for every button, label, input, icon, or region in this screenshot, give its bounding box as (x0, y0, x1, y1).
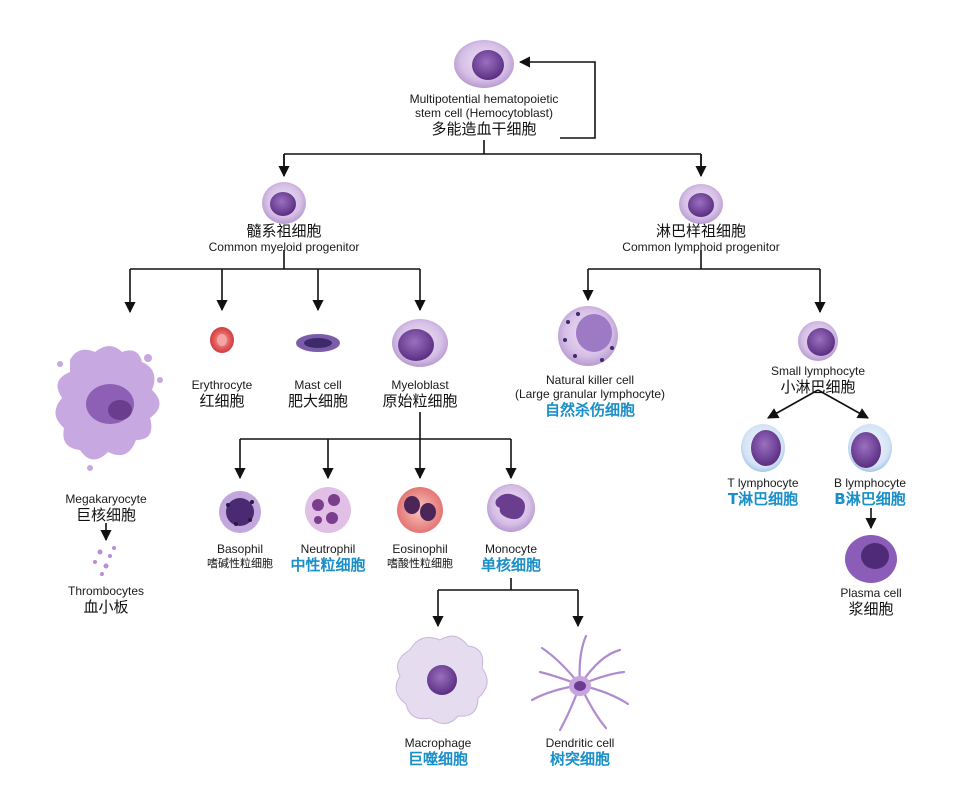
plasma-cell-en: Plasma cell (840, 586, 902, 600)
stem-cell-label: Multipotential hematopoietic stem cell (… (410, 92, 559, 138)
erythrocyte-label: Erythrocyte 红细胞 (192, 378, 253, 410)
megakaryocyte-label: Megakaryocyte 巨核细胞 (65, 492, 146, 524)
erythrocyte-zh: 红细胞 (199, 392, 245, 410)
dendritic-en: Dendritic cell (545, 736, 615, 750)
eosinophil-image (397, 487, 443, 533)
megakaryocyte-zh: 巨核细胞 (75, 506, 136, 524)
mast-cell-zh: 肥大细胞 (287, 392, 349, 410)
nk-cell-en1: Natural killer cell (545, 373, 635, 387)
t-lymphocyte-zh: T淋巴细胞 (727, 490, 799, 508)
nk-cell-en2: (Large granular lymphocyte) (514, 387, 666, 401)
b-lymphocyte-zh: B淋巴细胞 (834, 490, 906, 508)
myeloid-label: 髓系祖细胞 Common myeloid progenitor (209, 222, 360, 254)
thrombocytes-label: Thrombocytes 血小板 (68, 584, 144, 616)
neutrophil-zh: 中性粒细胞 (290, 556, 366, 574)
lymphoid-progenitor-image (679, 184, 723, 224)
plasma-cell-label: Plasma cell 浆细胞 (840, 586, 901, 618)
thrombocytes-zh: 血小板 (83, 598, 129, 616)
small-lymphocyte-label: Small lymphocyte 小淋巴细胞 (771, 364, 865, 396)
mast-cell-en: Mast cell (294, 378, 342, 392)
eosinophil-zh: 嗜酸性粒细胞 (387, 557, 453, 570)
myeloid-en: Common myeloid progenitor (208, 240, 360, 254)
megakaryocyte-image (55, 346, 163, 471)
connector-lines (100, 56, 877, 628)
myeloblast-en: Myeloblast (391, 378, 449, 392)
eosinophil-label: Eosinophil 嗜酸性粒细胞 (387, 542, 453, 572)
plasma-cell-image (845, 535, 897, 583)
nk-cell-zh: 自然杀伤细胞 (544, 401, 636, 419)
lymphoid-zh: 淋巴样祖细胞 (655, 222, 746, 240)
t-lymphocyte-en: T lymphocyte (727, 476, 799, 490)
basophil-image (219, 491, 261, 533)
stem-cell-en2: stem cell (Hemocytoblast) (414, 106, 554, 120)
nk-cell-image (558, 306, 618, 366)
nk-cell-label: Natural killer cell (Large granular lymp… (515, 373, 665, 419)
small-lymphocyte-zh: 小淋巴细胞 (780, 378, 856, 396)
lymphoid-en: Common lymphoid progenitor (622, 240, 780, 254)
t-lymphocyte-label: T lymphocyte T淋巴细胞 (727, 476, 798, 508)
thrombocytes-image (93, 546, 116, 576)
basophil-zh: 嗜碱性粒细胞 (207, 557, 273, 570)
monocyte-en: Monocyte (484, 542, 538, 556)
dendritic-zh: 树突细胞 (549, 750, 611, 768)
macrophage-image (395, 635, 488, 724)
dendritic-cell-image (530, 634, 630, 732)
dendritic-label: Dendritic cell 树突细胞 (546, 736, 615, 768)
monocyte-label: Monocyte 单核细胞 (481, 542, 541, 574)
eosinophil-en: Eosinophil (392, 542, 448, 556)
neutrophil-label: Neutrophil 中性粒细胞 (290, 542, 365, 574)
erythrocyte-image (210, 327, 234, 353)
mast-cell-image (296, 334, 340, 352)
erythrocyte-en: Erythrocyte (191, 378, 253, 392)
basophil-label: Basophil 嗜碱性粒细胞 (207, 542, 273, 572)
myeloid-progenitor-image (262, 182, 306, 224)
macrophage-zh: 巨噬细胞 (407, 750, 468, 768)
myeloblast-label: Myeloblast 原始粒细胞 (382, 378, 457, 410)
small-lymphocyte-image (798, 321, 838, 361)
macrophage-label: Macrophage 巨噬细胞 (405, 736, 472, 768)
b-lymphocyte-label: B lymphocyte B淋巴细胞 (834, 476, 906, 508)
b-lymphocyte-image (848, 424, 892, 472)
stem-cell-zh: 多能造血干细胞 (431, 120, 537, 138)
stem-cell-en1: Multipotential hematopoietic (409, 92, 559, 106)
thrombocytes-en: Thrombocytes (67, 584, 145, 598)
b-lymphocyte-en: B lymphocyte (833, 476, 907, 490)
neutrophil-en: Neutrophil (300, 542, 356, 556)
myeloblast-zh: 原始粒细胞 (382, 392, 458, 410)
myeloblast-image (392, 319, 448, 367)
megakaryocyte-en: Megakaryocyte (65, 492, 147, 506)
t-lymphocyte-image (741, 424, 785, 472)
mast-cell-label: Mast cell 肥大细胞 (288, 378, 348, 410)
neutrophil-image (305, 487, 351, 533)
macrophage-en: Macrophage (404, 736, 472, 750)
small-lymphocyte-en: Small lymphocyte (770, 364, 866, 378)
monocyte-image (487, 484, 535, 532)
lymphoid-label: 淋巴样祖细胞 Common lymphoid progenitor (622, 222, 779, 254)
plasma-cell-zh: 浆细胞 (848, 600, 894, 618)
stem-cell-image (454, 40, 514, 88)
myeloid-zh: 髓系祖细胞 (246, 222, 322, 240)
monocyte-zh: 单核细胞 (480, 556, 542, 574)
basophil-en: Basophil (216, 542, 264, 556)
